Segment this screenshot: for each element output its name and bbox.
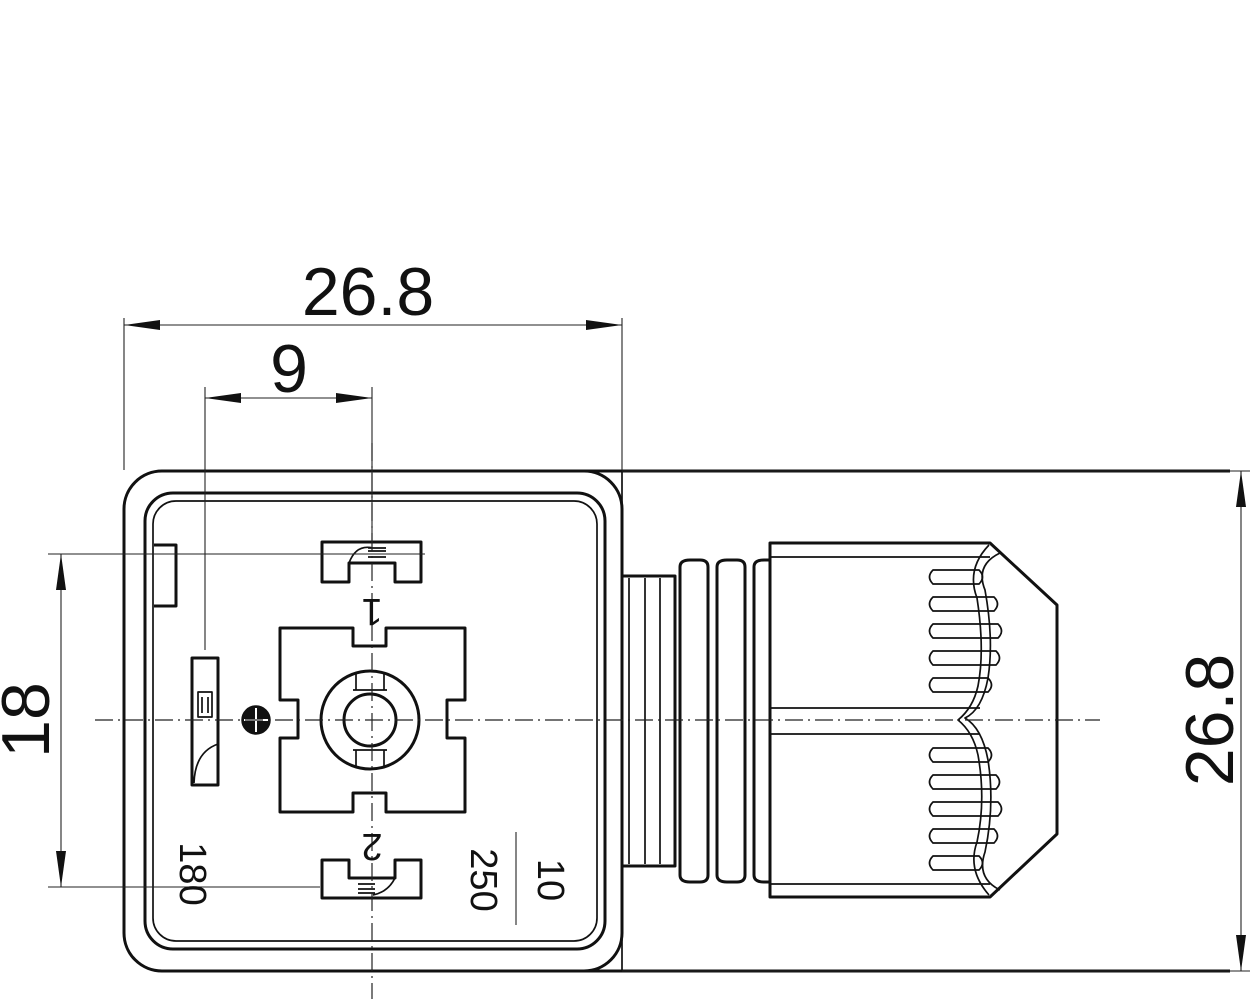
thread-ring-1 bbox=[678, 558, 710, 884]
connector-side-view bbox=[575, 469, 1230, 973]
contact-1-label: 1 bbox=[361, 590, 382, 632]
overall-height-arrow-top bbox=[1236, 471, 1246, 507]
contact-1-slot bbox=[320, 540, 423, 584]
cable-gland-neck-lines bbox=[628, 578, 661, 864]
cap-nut-detail-lines bbox=[770, 556, 990, 885]
contact-2-label: 2 bbox=[361, 825, 382, 867]
contact-distance-dimension-text: 18 bbox=[0, 682, 64, 758]
front-left-tab bbox=[154, 543, 178, 608]
connector-front-view bbox=[122, 469, 624, 973]
cap-nut-wave bbox=[964, 552, 1001, 891]
contact-spacing-dimension-text: 9 bbox=[270, 331, 308, 407]
cap-nut bbox=[768, 541, 1059, 899]
cable-gland-neck bbox=[622, 574, 677, 868]
front-inner-rim bbox=[152, 500, 598, 942]
overall-width-extension-lines bbox=[123, 318, 623, 470]
contact-distance-extension-lines bbox=[48, 553, 425, 888]
dimension-lines bbox=[48, 318, 1250, 972]
cap-nut-knurls bbox=[928, 569, 1003, 871]
front-inner-face bbox=[143, 491, 607, 951]
fraction-bottom-label: 250 bbox=[462, 848, 504, 911]
overall-height-dimension-text: 26.8 bbox=[1172, 654, 1248, 786]
thread-ring-3 bbox=[752, 558, 772, 884]
contact-spacing-arrow-left bbox=[205, 393, 241, 403]
contact-housing bbox=[278, 626, 467, 814]
thread-ring-2 bbox=[715, 558, 747, 884]
contact-2-slot bbox=[320, 858, 423, 900]
overall-height-arrow-bottom bbox=[1236, 935, 1246, 971]
contact-spacing-arrow-right bbox=[336, 393, 372, 403]
fraction-top-label: 10 bbox=[529, 859, 571, 901]
orientation-label: 180 bbox=[171, 842, 213, 905]
contact-distance-arrow-top bbox=[56, 554, 66, 590]
overall-width-arrow-right bbox=[586, 320, 622, 330]
ground-slot bbox=[190, 656, 220, 787]
contact-spacing-extension-lines bbox=[204, 387, 373, 650]
overall-width-arrow-left bbox=[124, 320, 160, 330]
contact-distance-arrow-bottom bbox=[56, 851, 66, 887]
center-contact-upper-clip bbox=[353, 674, 387, 691]
overall-height-extension-lines bbox=[622, 470, 1250, 972]
drawing-labels: 26.8 9 18 26.8 1 2 180 10 250 bbox=[0, 254, 1248, 912]
center-contact-lower-clip bbox=[353, 749, 387, 766]
overall-width-dimension-text: 26.8 bbox=[302, 254, 434, 330]
